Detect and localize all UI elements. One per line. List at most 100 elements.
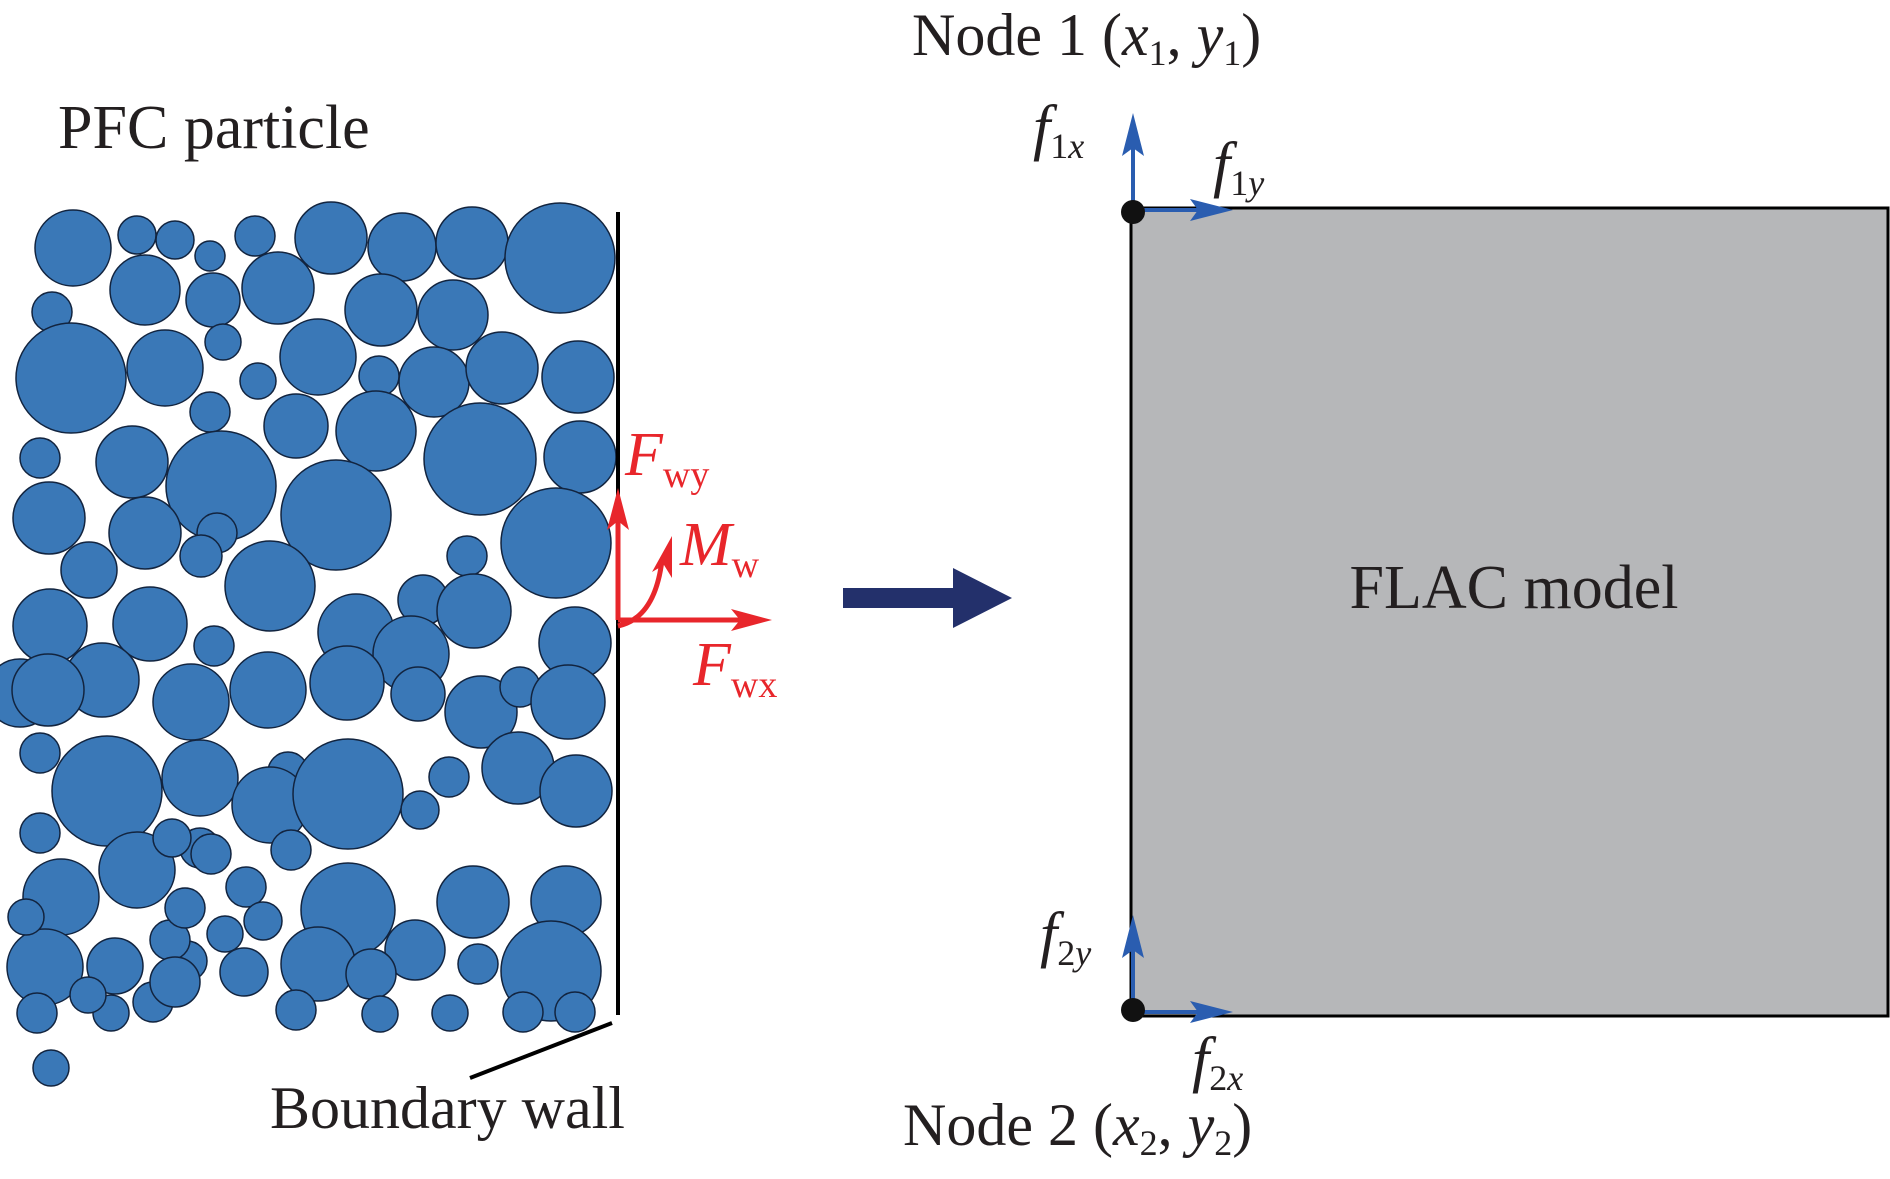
- pfc-particle: [241, 251, 315, 325]
- pfc-particle: [367, 212, 437, 282]
- f2x-arrowhead: [1190, 1001, 1233, 1023]
- pfc-particle: [292, 738, 404, 850]
- f2y-label: f2y: [1040, 901, 1091, 973]
- pfc-particle: [95, 425, 169, 499]
- mw-moment-arc: [617, 559, 665, 629]
- mw-label: Mw: [679, 511, 760, 586]
- pfc-particle: [69, 976, 107, 1014]
- pfc-particle: [219, 947, 269, 997]
- flac-model-label: FLAC model: [1350, 554, 1679, 622]
- pfc-particle: [400, 790, 440, 830]
- pfc-particle-title: PFC particle: [58, 94, 370, 162]
- pfc-particle: [126, 329, 204, 407]
- pfc-particle: [279, 318, 357, 396]
- pfc-particle: [11, 653, 85, 727]
- pfc-particle: [457, 943, 499, 985]
- pfc-particle: [109, 254, 181, 326]
- pfc-particle: [428, 756, 470, 798]
- fwx-label: Fwx: [692, 631, 777, 706]
- pfc-particle: [435, 206, 509, 280]
- pfc-particle: [275, 989, 317, 1031]
- pfc-particle: [309, 645, 385, 721]
- boundary-wall-leader-line: [469, 1021, 613, 1080]
- pfc-particle: [164, 887, 206, 929]
- pfc-particle: [161, 739, 239, 817]
- pfc-particle: [12, 481, 86, 555]
- node-2-point: [1121, 998, 1145, 1022]
- pfc-particle: [361, 995, 399, 1033]
- pfc-particle: [541, 340, 615, 414]
- pfc-particle: [190, 833, 232, 875]
- f1x-arrowhead: [1122, 113, 1144, 156]
- pfc-particle: [390, 666, 446, 722]
- pfc-particle: [436, 865, 510, 939]
- pfc-particle: [15, 322, 127, 434]
- pfc-particle: [34, 209, 112, 287]
- pfc-particle: [263, 393, 329, 459]
- pfc-particle-assembly: [0, 201, 617, 1087]
- node-1-forces: [1121, 113, 1233, 224]
- pfc-particle: [543, 420, 617, 494]
- pfc-particle: [108, 496, 182, 570]
- pfc-particle: [431, 994, 469, 1032]
- pfc-particle: [384, 919, 446, 981]
- pfc-particle: [19, 732, 61, 774]
- pfc-particle: [7, 898, 45, 936]
- pfc-particle: [243, 901, 283, 941]
- pfc-particle: [500, 487, 612, 599]
- pfc-particle: [294, 201, 368, 275]
- f1x-label: f1x: [1033, 94, 1084, 166]
- pfc-particle: [239, 362, 277, 400]
- pfc-particle: [446, 535, 488, 577]
- pfc-particle: [60, 541, 118, 599]
- pfc-particle: [206, 915, 244, 953]
- fwy-label: Fwy: [624, 421, 709, 496]
- pfc-particle: [423, 402, 537, 516]
- pfc-particle: [530, 664, 606, 740]
- pfc-particle: [194, 240, 226, 272]
- pfc-particle: [554, 991, 596, 1033]
- pfc-particle: [225, 866, 267, 908]
- pfc-particle: [117, 215, 157, 255]
- node-2-forces: [1121, 915, 1233, 1023]
- pfc-particle: [234, 215, 276, 257]
- pfc-particle: [280, 459, 392, 571]
- pfc-particle: [152, 663, 230, 741]
- pfc-particle: [51, 735, 163, 847]
- pfc-particle: [270, 829, 312, 871]
- mw-arrowhead: [652, 536, 672, 578]
- pfc-particle: [32, 1049, 70, 1087]
- f1y-label: f1y: [1213, 131, 1264, 203]
- flac-model-block: [1129, 206, 1890, 1018]
- pfc-particle: [444, 675, 518, 749]
- fwx-arrowhead: [731, 609, 772, 631]
- wall-forces: [607, 488, 772, 631]
- pfc-particle: [539, 754, 613, 828]
- pfc-particle: [152, 818, 192, 858]
- pfc-particle: [185, 272, 241, 328]
- pfc-particle: [229, 651, 307, 729]
- pfc-particle: [98, 831, 176, 909]
- pfc-particle: [19, 437, 61, 479]
- pfc-particle: [344, 273, 418, 347]
- pfc-particle: [112, 586, 188, 662]
- node-1-point: [1121, 200, 1145, 224]
- pfc-particle: [417, 279, 489, 351]
- pfc-particle: [335, 390, 417, 472]
- boundary-wall-label: Boundary wall: [270, 1075, 625, 1141]
- pfc-particle: [86, 937, 144, 995]
- fwy-arrowhead: [607, 488, 629, 530]
- node-1-label: Node 1 (x1, y1): [912, 2, 1261, 73]
- pfc-particle: [345, 948, 397, 1000]
- pfc-particle: [179, 534, 223, 578]
- pfc-particle: [224, 540, 316, 632]
- transfer-arrow: [843, 568, 1012, 628]
- pfc-particle: [189, 391, 231, 433]
- pfc-particle: [12, 588, 88, 664]
- f1y-arrowhead: [1190, 199, 1233, 221]
- pfc-particle: [155, 220, 195, 260]
- pfc-particle: [504, 202, 616, 314]
- pfc-particle: [465, 331, 539, 405]
- pfc-particle: [149, 956, 201, 1008]
